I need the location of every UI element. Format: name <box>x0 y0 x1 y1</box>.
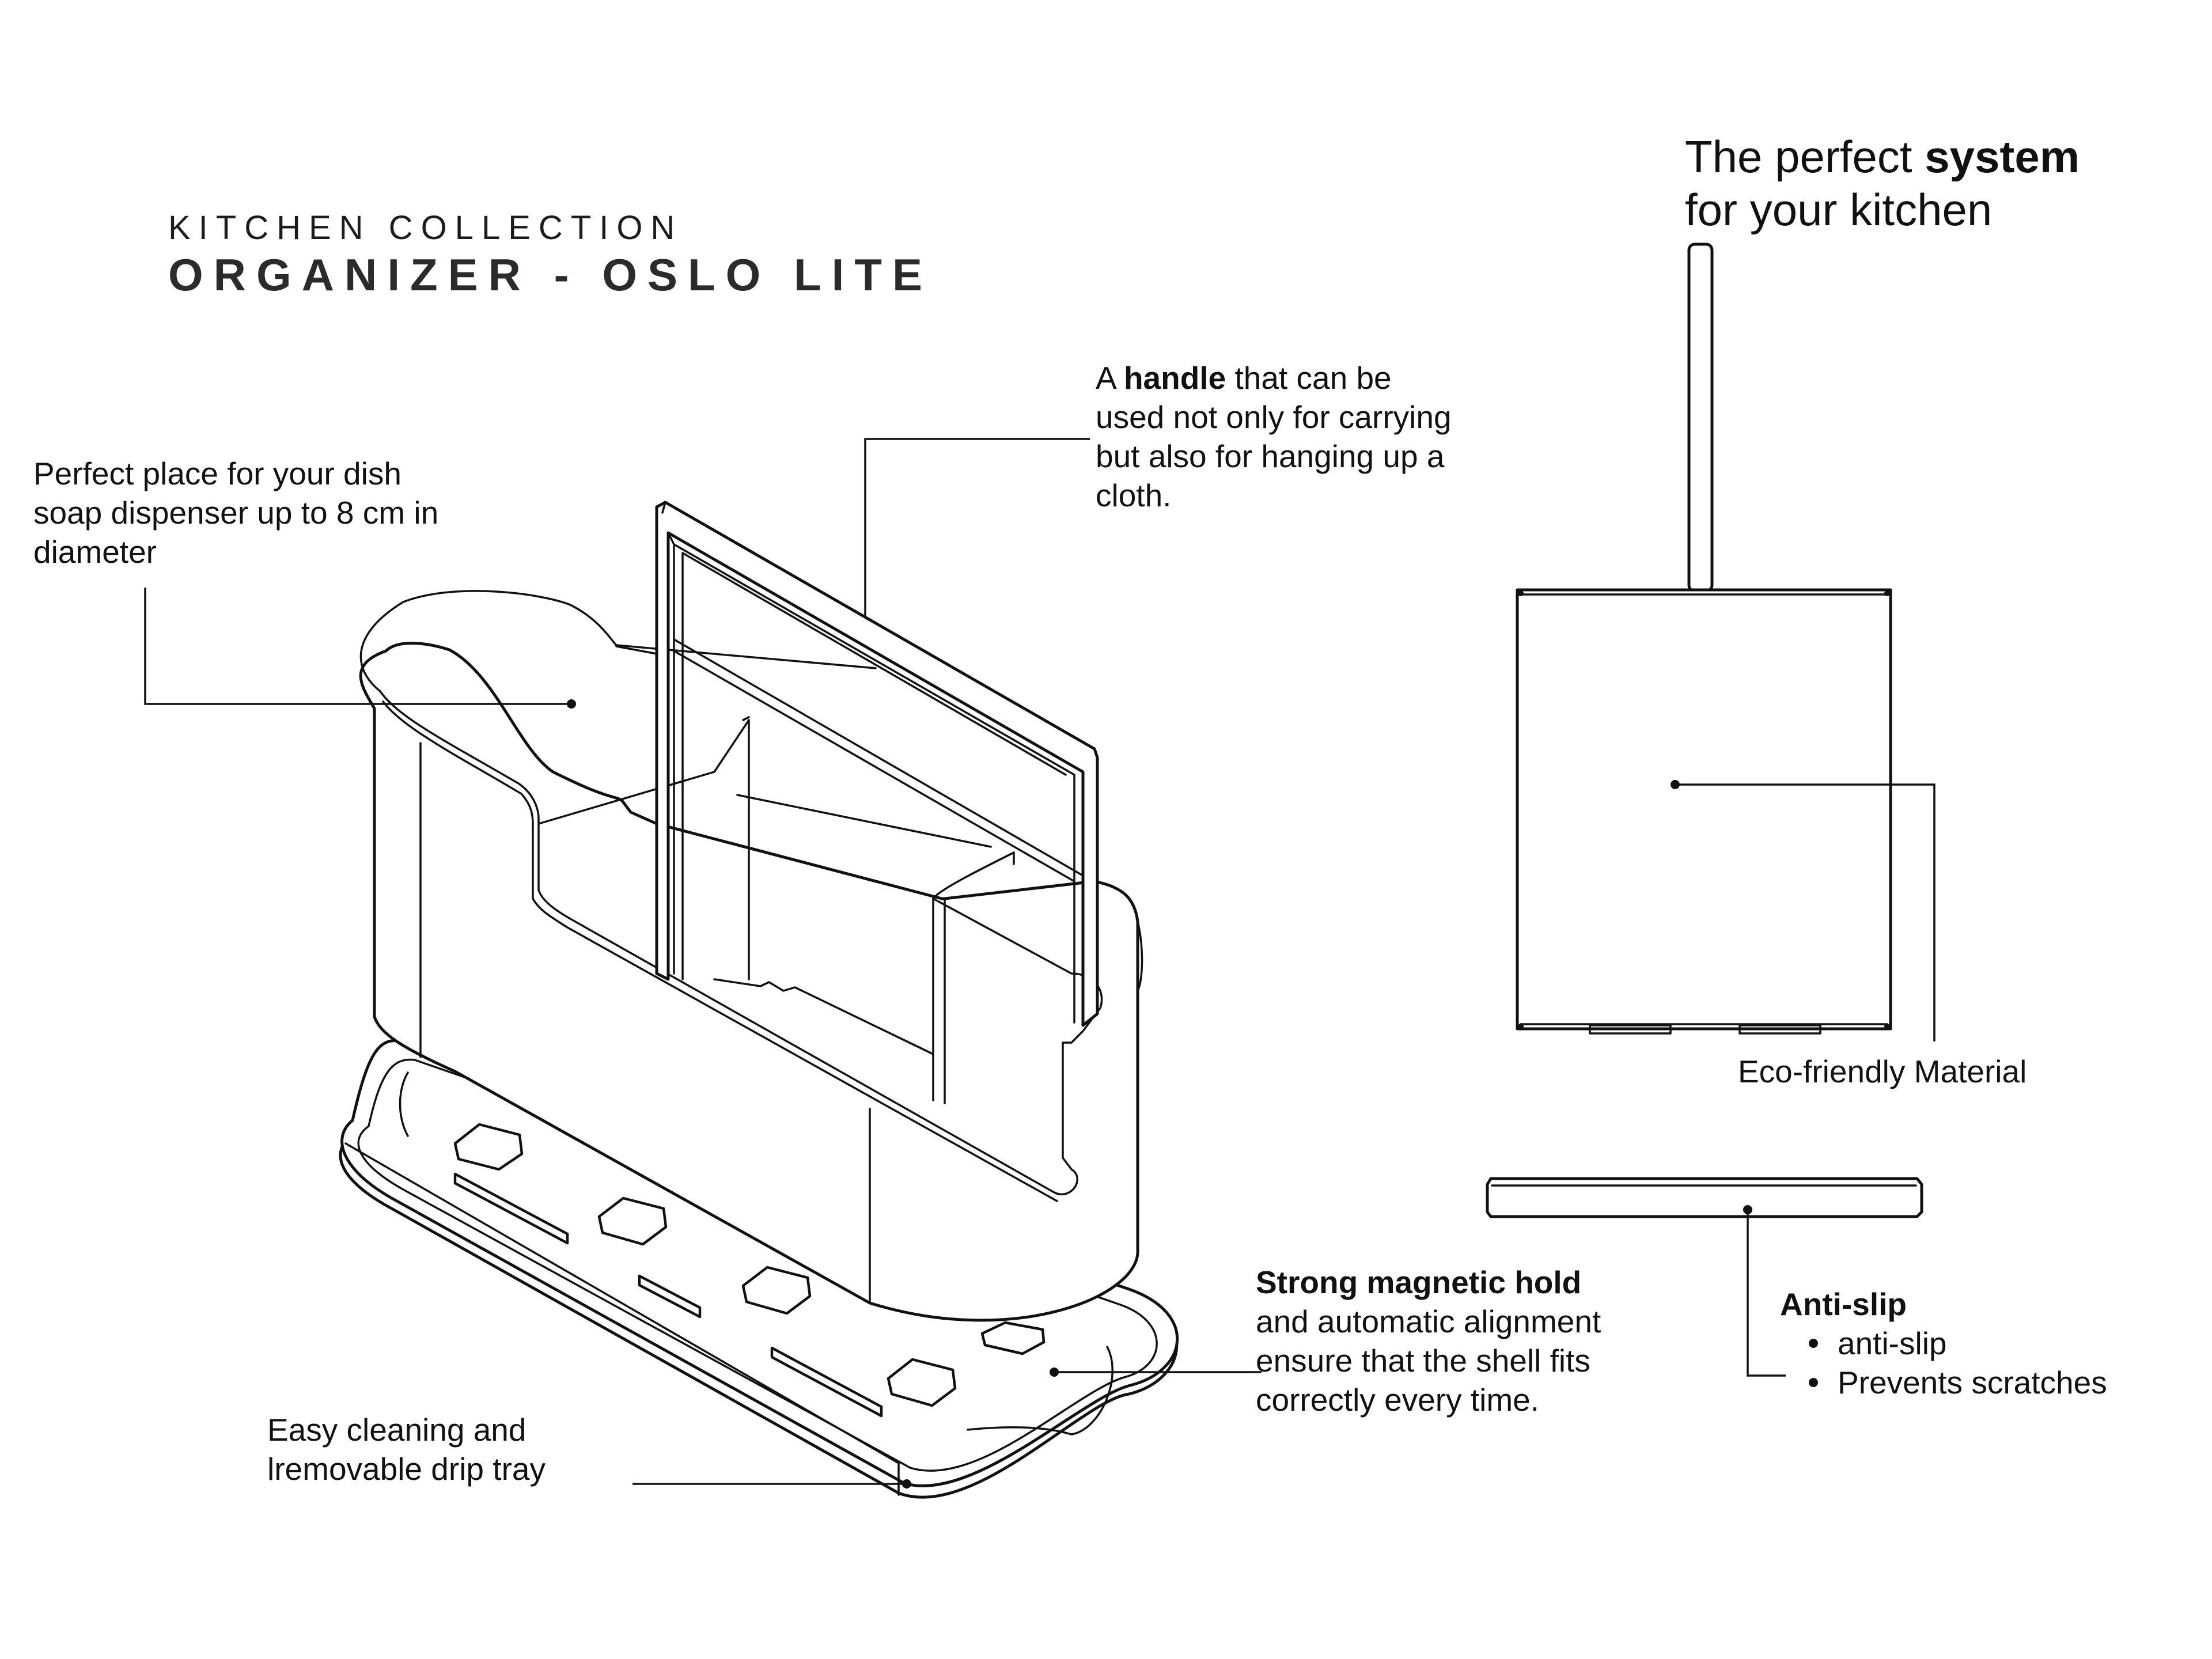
tagline-line2: for your kitchen <box>1685 184 1993 235</box>
handle-callout-prefix: A <box>1096 360 1124 396</box>
handle-callout: A handle that can be used not only for c… <box>1096 358 1464 515</box>
anti-slip-title: Anti-slip <box>1780 1286 1907 1322</box>
leader-lines <box>144 438 1936 1488</box>
anti-slip-list: anti-slip Prevents scratches <box>1780 1324 2183 1402</box>
handle-callout-bold: handle <box>1123 360 1226 396</box>
dish-soap-callout: Perfect place for your dish soap dispens… <box>33 456 439 570</box>
handle-drawing <box>655 501 1099 1027</box>
tagline: The perfect system for your kitchen <box>1685 130 2192 236</box>
shell-drawing <box>359 590 1143 1322</box>
tagline-line1-bold: system <box>1925 131 2080 182</box>
anti-slip-item: anti-slip <box>1780 1324 2183 1363</box>
anti-slip-item: Prevents scratches <box>1780 1363 2183 1402</box>
product-title: ORGANIZER - OSLO LITE <box>168 249 933 300</box>
magnetic-hold-title: Strong magnetic hold <box>1256 1264 1582 1300</box>
magnetic-hold-callout: Strong magnetic hold and automatic align… <box>1256 1263 1671 1419</box>
side-elevation-drawing <box>1486 243 1923 1218</box>
drip-tray-line2: lremovable drip tray <box>267 1451 546 1487</box>
eco-material-callout: Eco-friendly Material <box>1738 1054 2027 1089</box>
tagline-line1-prefix: The perfect <box>1685 131 1925 182</box>
drip-tray-line1: Easy cleaning and <box>267 1412 527 1448</box>
drip-tray-drawing <box>339 1039 1179 1499</box>
drip-tray-callout: Easy cleaning and lremovable drip tray <box>267 1410 636 1488</box>
handle-callout-suffix: that can be used not only for carrying b… <box>1096 360 1452 513</box>
anti-slip-callout: Anti-slip anti-slip Prevents scratches <box>1780 1285 2183 1402</box>
magnetic-hold-text: and automatic alignment ensure that the … <box>1256 1304 1601 1418</box>
collection-eyebrow: KITCHEN COLLECTION <box>168 209 683 247</box>
